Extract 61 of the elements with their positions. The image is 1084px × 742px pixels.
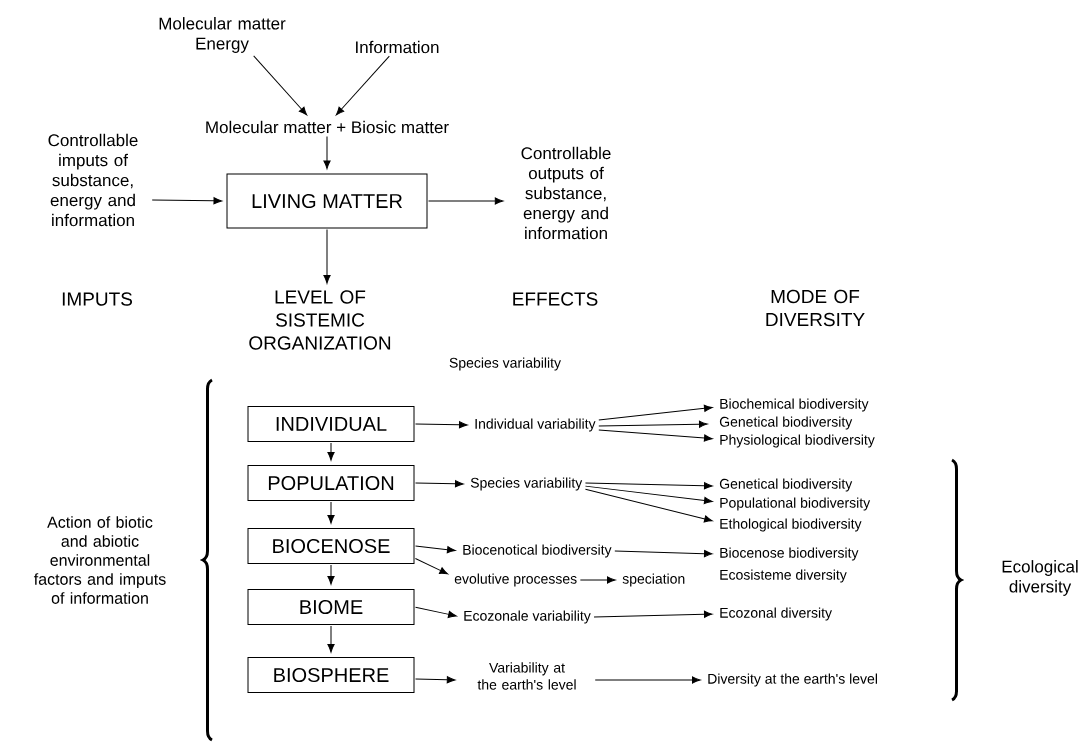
arrow xyxy=(415,480,464,488)
arrow xyxy=(598,429,713,442)
column-heading: EFFECTS xyxy=(513,292,598,306)
level-box: INDIVIDUAL xyxy=(247,406,415,442)
note-text: Action of biotic and abiotic environmental factors and imputs of information xyxy=(33,516,166,604)
node-text: Individual variability xyxy=(475,418,596,432)
arrow xyxy=(415,545,456,554)
arrow xyxy=(414,557,449,575)
arrow xyxy=(415,676,456,684)
level-box: BIOCENOSE xyxy=(247,528,415,564)
node-text: Diversity at the earth's level xyxy=(708,673,877,687)
node-text: speciation xyxy=(622,573,685,587)
arrow xyxy=(594,676,701,684)
node-text: Ecozonal diversity xyxy=(720,607,832,621)
level-box: BIOME xyxy=(247,589,415,625)
node-text: Genetical biodiversity xyxy=(719,416,853,430)
node-text: Ethological biodiversity xyxy=(720,518,862,532)
arrow xyxy=(428,197,504,205)
column-heading: MODE OF DIVERSITY xyxy=(766,289,865,327)
level-box: POPULATION xyxy=(247,465,415,501)
node-text: Biocenotical biodiversity xyxy=(463,544,612,558)
process-box: LIVING MATTER xyxy=(226,173,428,229)
arrow xyxy=(327,501,335,524)
arrow xyxy=(584,482,713,490)
arrow xyxy=(415,421,468,429)
arrow xyxy=(327,564,335,585)
node-text: Molecular matter + Biosic matter xyxy=(206,120,449,134)
node-text: Ecozonale variability xyxy=(464,610,591,624)
arrow xyxy=(593,610,713,618)
column-heading: IMPUTS xyxy=(62,292,132,306)
arrow xyxy=(335,55,390,116)
node-text: Physiological biodiversity xyxy=(720,434,875,448)
node-text: Populational biodiversity xyxy=(720,497,871,511)
arrow xyxy=(415,606,457,618)
node-text: Controllable imputs of substance, energy and information xyxy=(48,133,138,227)
note-text: Species variability xyxy=(449,357,561,371)
node-text: Genetical biodiversity xyxy=(719,478,853,492)
arrow xyxy=(323,135,331,170)
arrow xyxy=(253,55,308,116)
arrow xyxy=(598,404,713,421)
note-text: Ecosisteme diversity xyxy=(720,569,847,583)
node-text: Biocenose biodiversity xyxy=(720,547,859,561)
node-text: Species variability xyxy=(470,477,583,491)
node-text: evolutive processes xyxy=(454,573,577,587)
arrow xyxy=(151,197,223,205)
arrow xyxy=(327,442,335,461)
arrow xyxy=(614,550,713,558)
note-text: Ecological diversity xyxy=(1002,560,1078,596)
level-box: BIOSPHERE xyxy=(247,657,415,693)
node-text: Variability at the earth's level xyxy=(477,662,576,690)
node-text: Molecular matter Energy xyxy=(159,17,286,53)
arrow xyxy=(598,420,708,428)
arrow xyxy=(579,576,616,584)
node-text: Controllable outputs of substance, energy and information xyxy=(521,146,611,240)
arrow xyxy=(584,485,713,505)
arrow xyxy=(584,488,713,523)
node-text: Information xyxy=(356,40,439,54)
arrow xyxy=(323,229,331,284)
column-heading: LEVEL OF SISTEMIC ORGANIZATION xyxy=(249,290,391,350)
arrow xyxy=(327,625,335,653)
node-text: Biochemical biodiversity xyxy=(720,398,869,412)
